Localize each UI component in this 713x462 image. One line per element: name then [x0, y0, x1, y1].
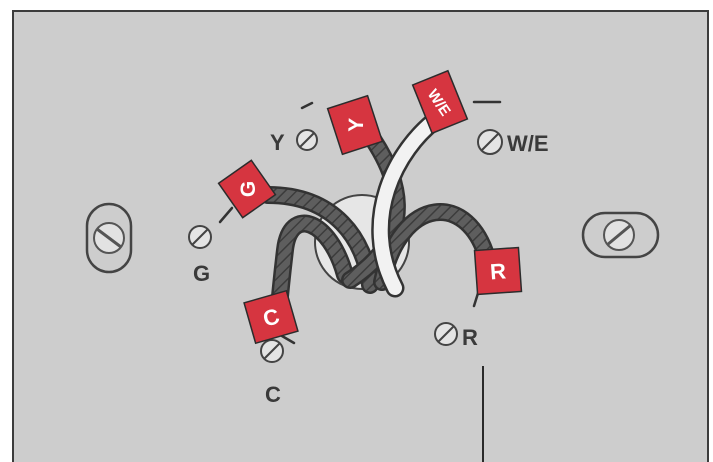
wire-tag-we: W/E	[411, 69, 469, 135]
terminal-screw-r	[434, 322, 458, 346]
terminal-label-y: Y	[270, 130, 285, 155]
terminal-screw-we	[477, 129, 503, 155]
wires	[259, 108, 497, 327]
terminal-screw-g	[188, 225, 212, 249]
terminal-label-r: R	[462, 325, 478, 350]
terminal-label-we: W/E	[507, 131, 549, 156]
wire-tag-y: Y	[326, 94, 384, 156]
wire-ends	[218, 100, 502, 345]
mounting-slot-left	[85, 202, 133, 274]
wire-tag-label-y: Y	[345, 118, 368, 133]
terminal-label-c: C	[265, 382, 281, 407]
terminal-screw-c	[260, 339, 284, 363]
terminal-screw-y	[296, 129, 318, 151]
mounting-slot-right	[581, 211, 660, 259]
terminal-label-g: G	[193, 261, 210, 286]
wire-tag-label-r: R	[489, 258, 507, 284]
wire-tag-c: C	[243, 289, 299, 345]
wire-tag-g: G	[217, 159, 277, 219]
wire-tag-label-g: G	[237, 181, 260, 197]
wire-tag-label-c: C	[260, 303, 282, 331]
wire-tag-r: R	[473, 246, 523, 296]
